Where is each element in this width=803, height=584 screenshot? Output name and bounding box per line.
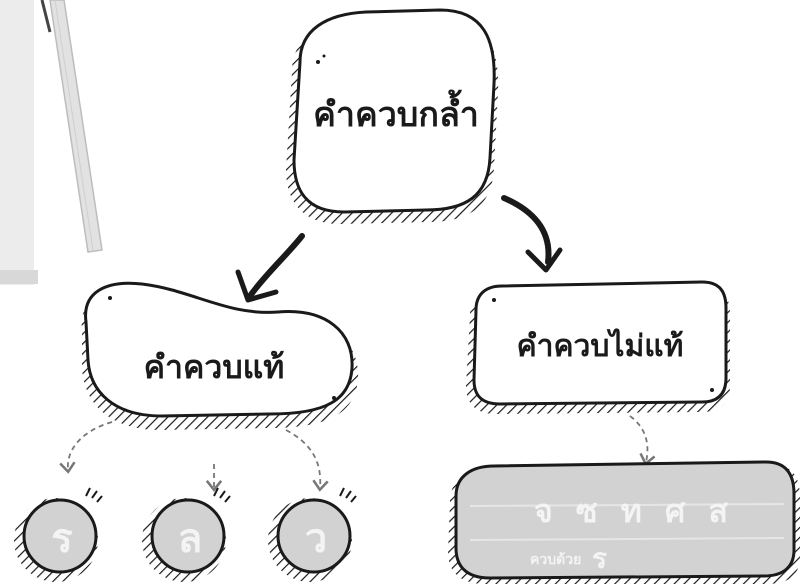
letter-3: ว xyxy=(305,516,327,562)
letter-circle-2: ล xyxy=(142,488,230,582)
letter-group-node: จ ซ ท ศ ส ควบด้วย ร xyxy=(448,462,800,584)
connector-to-letter-1 xyxy=(68,422,112,470)
root-label: คำควบกล้ำ xyxy=(313,89,479,135)
letter-group-note-letter: ร xyxy=(592,542,607,575)
letter-circle-3: ว xyxy=(268,488,356,582)
arrow-to-left-branch xyxy=(238,236,302,300)
letter-2: ล xyxy=(178,516,203,562)
connector-to-letter-group xyxy=(630,416,647,462)
left-branch-node: คำควบแท้ xyxy=(82,283,358,430)
letter-1: ร xyxy=(51,516,73,562)
letter-group-row: จ ซ ท ศ ส xyxy=(534,492,734,530)
right-branch-label: คำควบไม่แท้ xyxy=(517,328,684,364)
left-branch-label: คำควบแท้ xyxy=(144,348,285,386)
arrow-to-right-branch xyxy=(504,198,560,270)
right-branch-node: คำควบไม่แท้ xyxy=(466,282,730,414)
letter-circle-1: ร xyxy=(14,488,102,582)
root-node: คำควบกล้ำ xyxy=(286,10,498,224)
pencil-decoration xyxy=(0,0,102,285)
connector-to-letter-3 xyxy=(286,430,320,488)
letter-group-note-prefix: ควบด้วย xyxy=(530,552,581,568)
